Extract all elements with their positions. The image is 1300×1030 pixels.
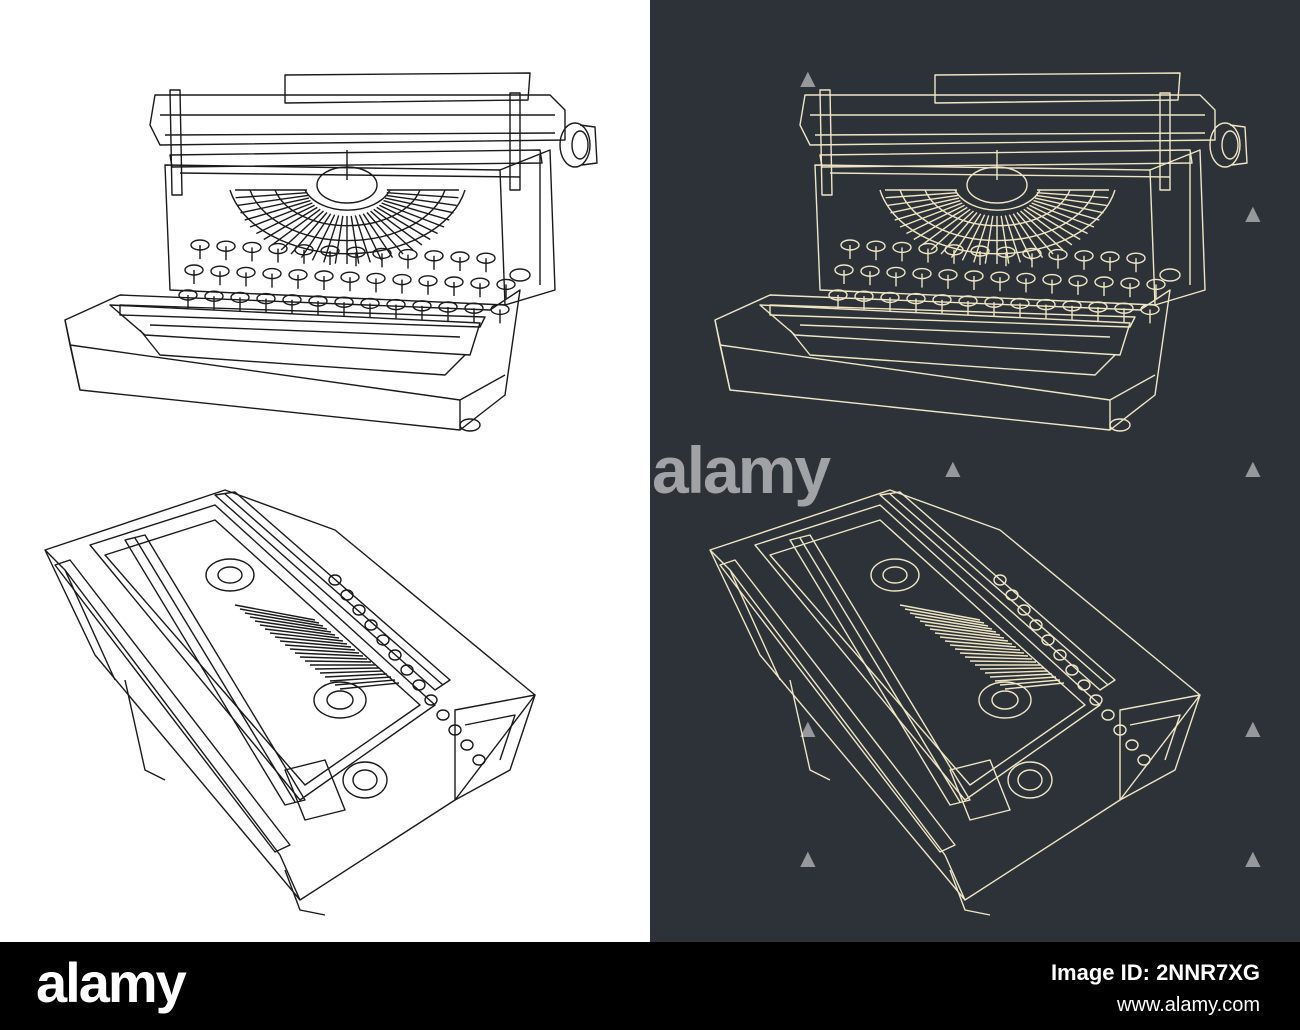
typewriter-front-view-light (50, 55, 610, 435)
typewriter-front-icon (714, 72, 1248, 432)
site-url: www.alamy.com (1117, 994, 1260, 1016)
watermark-triangle-icon: ▲ (795, 713, 821, 743)
typewriter-top-view-dark (700, 470, 1220, 920)
watermark-triangle-icon: ▲ (1240, 453, 1266, 483)
watermark-triangle-icon: ▲ (455, 183, 481, 213)
watermark-triangle-icon: ▲ (795, 843, 821, 873)
watermark-triangle-icon: ▲ (940, 453, 966, 483)
image-id: Image ID: 2NNR7XG (1050, 960, 1260, 985)
alamy-watermark: alamy (652, 433, 831, 507)
watermark-triangle-icon: ▲ (1240, 198, 1266, 228)
watermark-triangle-icon: ▲ (178, 183, 204, 213)
typewriter-top-icon (709, 489, 1201, 916)
alamy-logo: alamy (36, 951, 187, 1014)
illustration-artboard: alamy ▲ ▲ ▲ ▲ ▲ ▲ ▲ ▲ ▲ ▲ (35, 0, 1300, 942)
typewriter-top-icon (44, 489, 536, 916)
watermark-triangle-icon: ▲ (1240, 843, 1266, 873)
watermark-triangle-icon: ▲ (795, 63, 821, 93)
watermark-triangle-icon: ▲ (1240, 713, 1266, 743)
typewriter-front-icon (64, 72, 598, 432)
stock-footer: alamy Image ID: 2NNR7XG www.alamy.com (0, 942, 1300, 1030)
typewriter-front-view-dark (700, 55, 1260, 435)
typewriter-top-view-light (35, 470, 555, 920)
